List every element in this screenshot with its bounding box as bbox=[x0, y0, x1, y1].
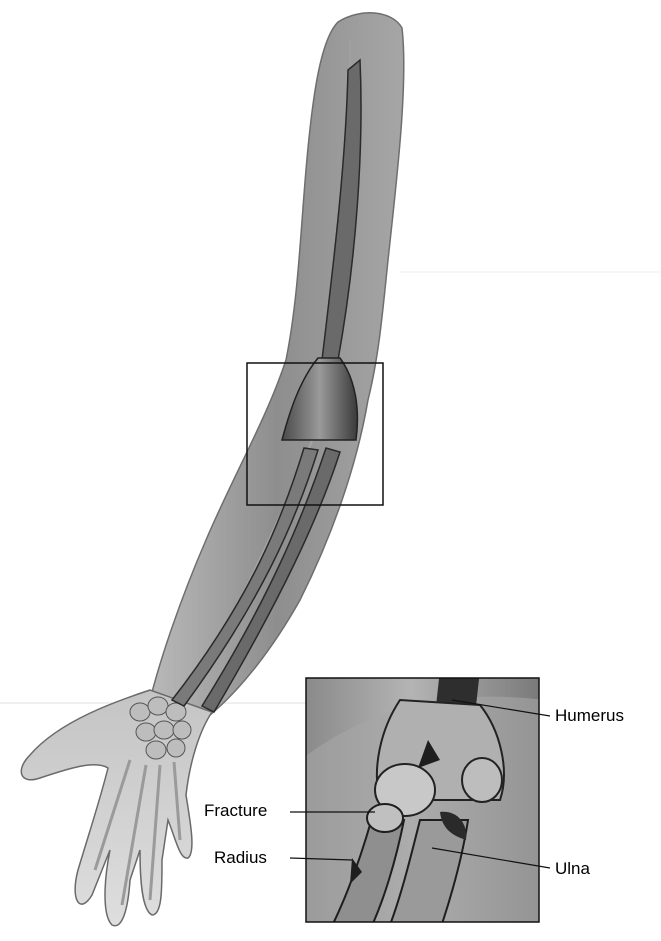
inset-magnified-view bbox=[300, 670, 545, 940]
label-fracture: Fracture bbox=[204, 802, 267, 819]
label-ulna: Ulna bbox=[555, 860, 590, 877]
label-humerus: Humerus bbox=[555, 707, 624, 724]
label-radius: Radius bbox=[214, 849, 267, 866]
arm-silhouette bbox=[150, 13, 404, 715]
hand bbox=[21, 690, 212, 926]
